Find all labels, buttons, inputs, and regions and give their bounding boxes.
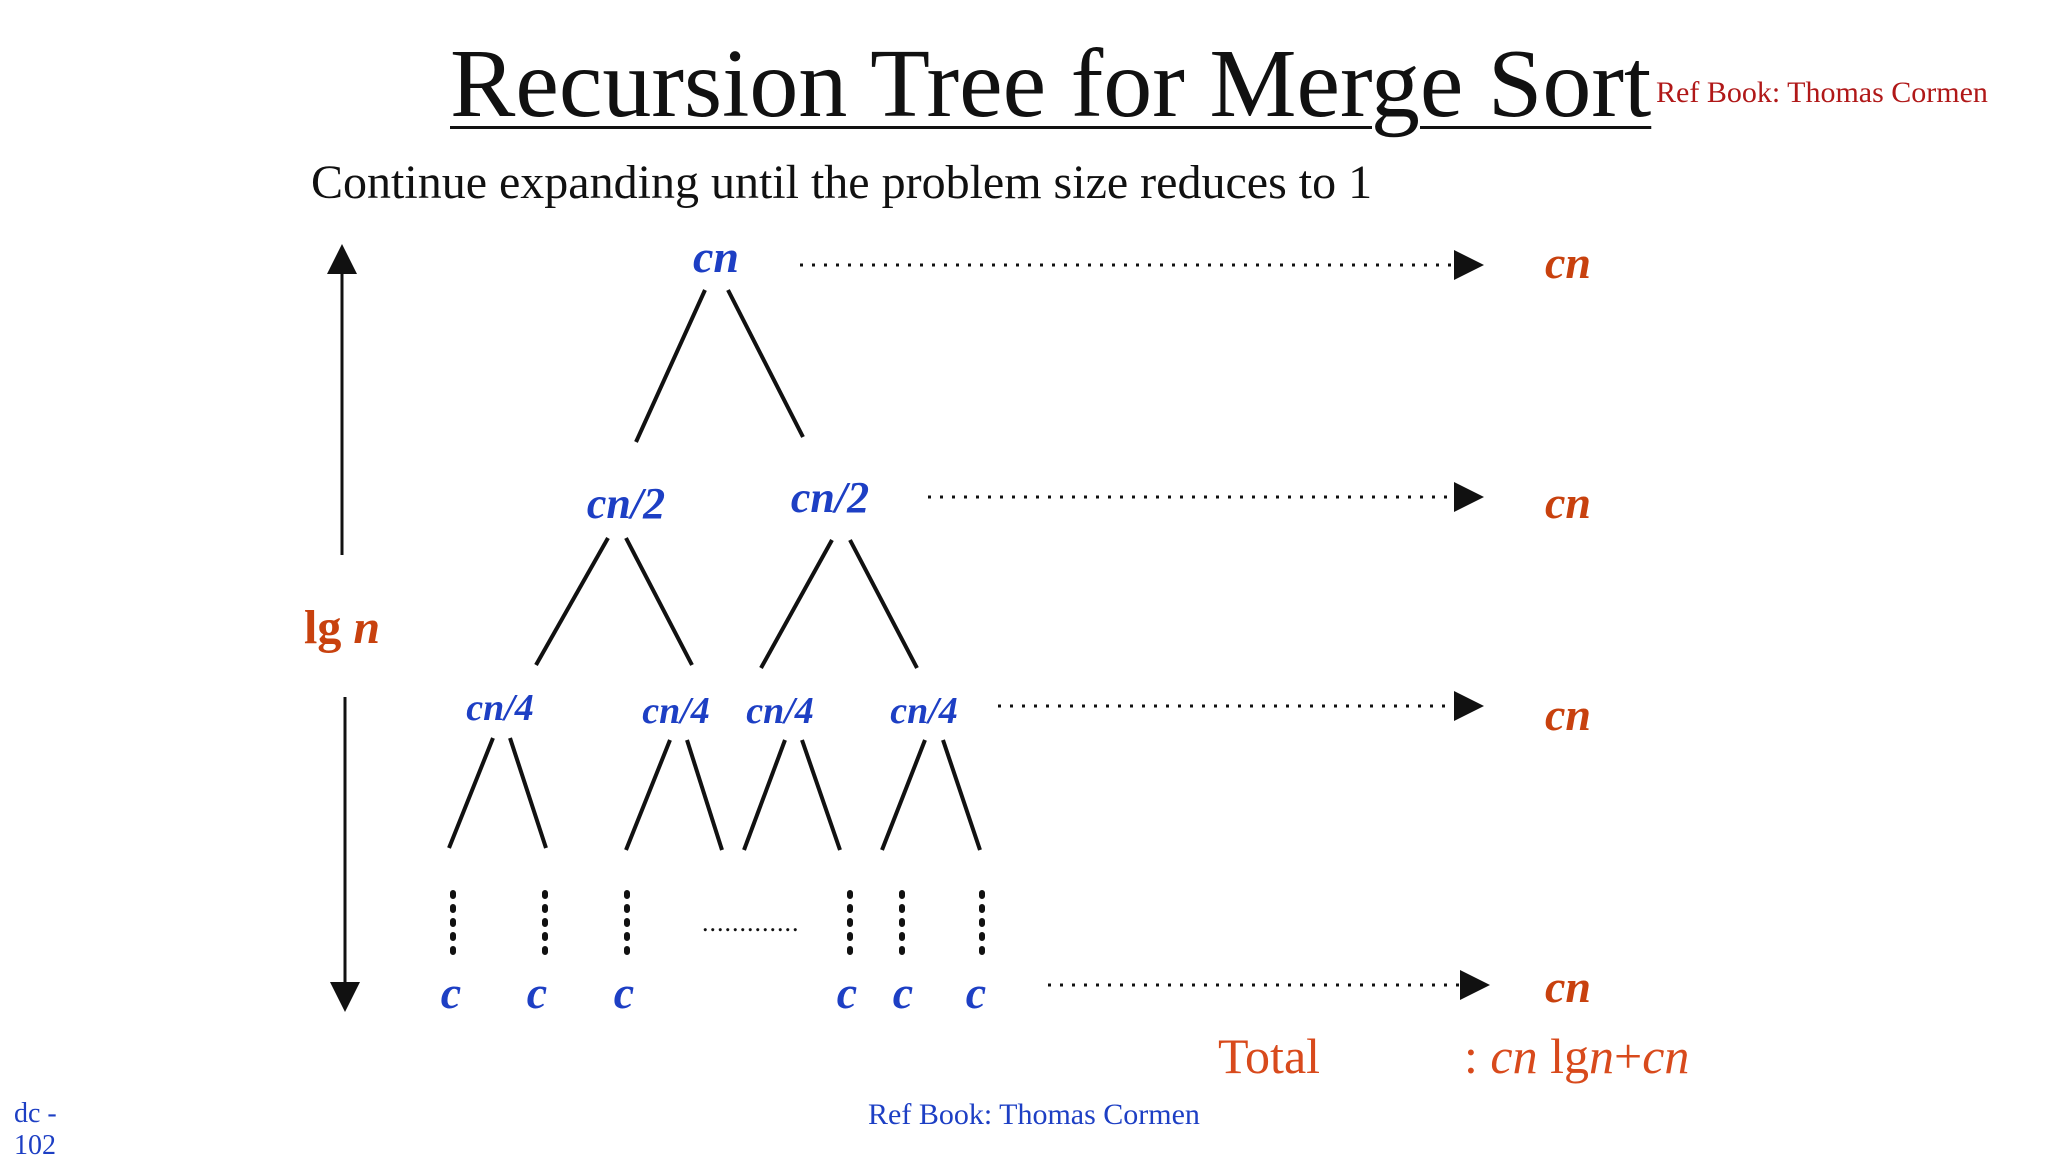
edge-l2a-left — [447, 737, 495, 849]
edge-l2c-right — [800, 739, 842, 851]
leaf-node-1: c — [440, 967, 462, 1018]
level1-node-left: cn/2 — [586, 479, 666, 528]
level-cost-2: cn — [1545, 689, 1591, 740]
total-part-0: : — [1464, 1028, 1491, 1084]
level-cost-1: cn — [1545, 477, 1591, 528]
edge-l2d-left — [880, 739, 927, 851]
edges-group — [447, 289, 982, 851]
level1-node-right: cn/2 — [790, 473, 870, 522]
leaf-node-4: c — [836, 967, 858, 1018]
edge-l1b-right — [848, 539, 919, 669]
level2-node-1: cn/4 — [466, 687, 534, 729]
total-label: Total — [1218, 1028, 1321, 1084]
total-part-4: + — [1614, 1028, 1643, 1084]
edge-l2c-left — [742, 739, 787, 851]
edge-l2d-right — [941, 739, 982, 851]
height-label: lg n — [304, 600, 380, 655]
reference-bottom: Ref Book: Thomas Cormen — [868, 1098, 1200, 1131]
level-cost-3: cn — [1545, 961, 1591, 1012]
leaf-node-2: c — [526, 967, 548, 1018]
root-node: cn — [693, 231, 739, 282]
edge-l1b-left — [759, 539, 834, 669]
height-arrow — [327, 244, 360, 1012]
level2-node-4: cn/4 — [890, 690, 958, 732]
height-label-var: n — [353, 601, 381, 654]
level-cost-0: cn — [1545, 237, 1591, 288]
level2-node-3: cn/4 — [746, 690, 814, 732]
leaf-node-6: c — [965, 967, 987, 1018]
total-part-2: lg — [1537, 1028, 1590, 1084]
height-label-prefix: lg — [304, 601, 354, 654]
edge-l1a-right — [624, 537, 694, 666]
level-arrows-group — [800, 250, 1490, 1000]
level2-node-2: cn/4 — [642, 690, 710, 732]
leaf-node-3: c — [613, 967, 635, 1018]
edge-l2a-right — [508, 737, 548, 849]
leaf-ellipsis: ............. — [702, 908, 800, 937]
total-value: : cn lgn+cn — [1464, 1027, 1689, 1085]
edge-root-right — [726, 289, 805, 438]
edge-l2b-right — [685, 739, 724, 851]
edge-root-left — [634, 289, 707, 443]
slide-number: dc - 102 — [14, 1098, 57, 1161]
total-part-5: cn — [1642, 1028, 1690, 1084]
total-part-1: cn — [1490, 1028, 1538, 1084]
edge-l2b-left — [624, 739, 672, 851]
subtitle: Continue expanding until the problem siz… — [311, 156, 1373, 209]
edge-l1a-left — [534, 537, 610, 666]
leaf-node-5: c — [892, 967, 914, 1018]
page-title: Recursion Tree for Merge Sort — [450, 30, 1652, 138]
total-part-3: n — [1589, 1028, 1615, 1084]
reference-top: Ref Book: Thomas Cormen — [1656, 76, 1988, 109]
vertical-dots-group — [450, 890, 985, 963]
